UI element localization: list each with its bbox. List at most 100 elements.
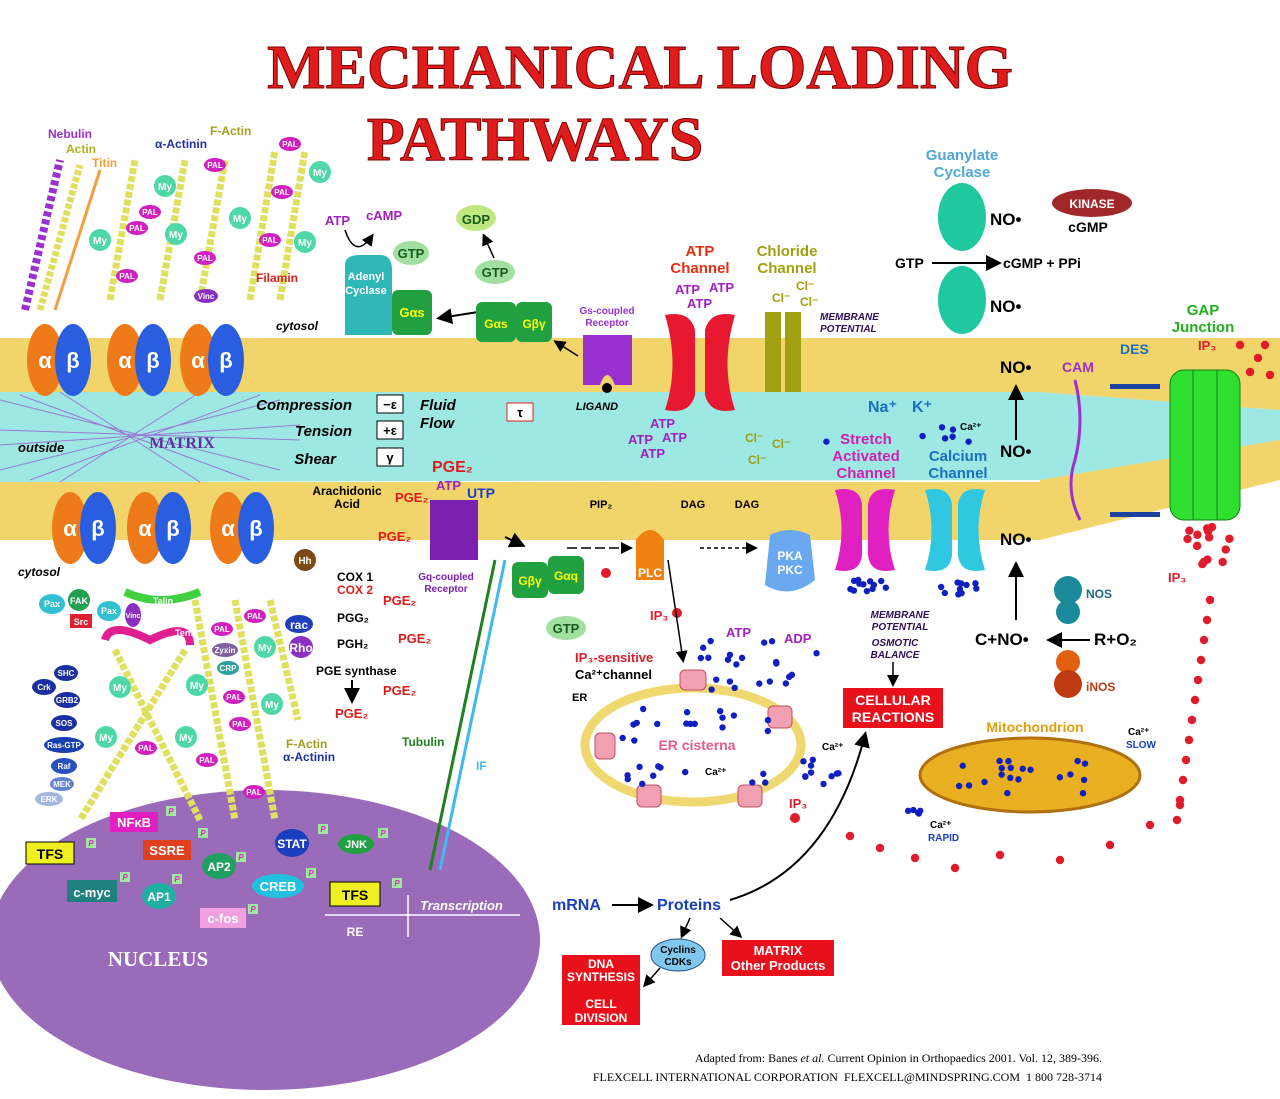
svg-text:My: My xyxy=(313,168,327,179)
svg-text:P: P xyxy=(308,869,314,878)
membrane-potential-top-2: POTENTIAL xyxy=(820,324,877,335)
ion-dot xyxy=(731,684,738,692)
svg-text:AP2: AP2 xyxy=(207,860,231,874)
svg-text:α: α xyxy=(138,516,152,541)
svg-text:c-fos: c-fos xyxy=(207,911,238,926)
cellular-label-2: REACTIONS xyxy=(852,709,934,725)
svg-text:P: P xyxy=(380,829,386,838)
ion-dot xyxy=(820,780,827,788)
adenyl-cyclase: Adenyl Cyclase Gαs GTP xyxy=(345,241,432,335)
ion-dot xyxy=(760,770,767,778)
tensin xyxy=(101,626,194,646)
ion-dot xyxy=(1199,635,1209,645)
svg-text:β: β xyxy=(249,516,262,541)
svg-text:α: α xyxy=(191,348,205,373)
camp-label: cAMP xyxy=(366,208,402,223)
calcium-channel xyxy=(925,489,985,571)
ion-dot xyxy=(649,772,657,779)
ion-dot xyxy=(949,426,957,433)
svg-text:PAL: PAL xyxy=(214,625,230,634)
pka-label: PKA xyxy=(777,549,803,563)
svg-text:PAL: PAL xyxy=(274,188,290,197)
svg-text:Cl⁻: Cl⁻ xyxy=(748,453,766,467)
ion-dot xyxy=(941,435,949,442)
svg-text:PAL: PAL xyxy=(262,236,278,245)
ion-dot xyxy=(788,671,796,679)
arachidonic-label-1: Arachidonic xyxy=(312,484,382,498)
no-extracellular-label: NO• xyxy=(1000,442,1032,461)
gq-receptor-label-2: Receptor xyxy=(424,584,467,595)
cellular-reactions-box xyxy=(843,688,943,728)
ion-dot xyxy=(1067,771,1074,778)
ion-dot xyxy=(1145,820,1155,830)
ion-dot xyxy=(955,782,963,790)
svg-text:Pax: Pax xyxy=(101,606,117,616)
ion-dot xyxy=(762,779,769,786)
microtubule xyxy=(428,559,507,871)
svg-text:α: α xyxy=(221,516,235,541)
svg-text:PAL: PAL xyxy=(129,224,145,233)
title-line-2: PATHWAYS xyxy=(367,106,704,174)
ion-dot xyxy=(1181,755,1191,765)
ion-dot xyxy=(1235,340,1245,350)
svg-text:P: P xyxy=(394,879,400,888)
forces-panel: Compression −ε Tension +ε Shear γ Fluid … xyxy=(256,394,534,468)
company-info: FLEXCELL INTERNATIONAL CORPORATION FLEXC… xyxy=(593,1070,1102,1084)
transcription-factors: TFS NFκB SSRE AP2 STAT JNK c-myc AP1 CRE… xyxy=(25,812,381,928)
inos-label: iNOS xyxy=(1086,680,1115,694)
r-o2-label: R+O₂ xyxy=(1094,630,1137,649)
dna-label-2: SYNTHESIS xyxy=(567,970,635,984)
adp-label: ADP xyxy=(784,631,812,646)
ion-dot xyxy=(1253,353,1263,363)
ion-dot xyxy=(882,584,890,591)
des-label: DES xyxy=(1120,341,1149,357)
map-kinase-cascade: SHC Crk GRB2 SOS Ras-GTP Raf MEK ERK xyxy=(32,665,84,806)
svg-text:c-myc: c-myc xyxy=(73,885,111,900)
ion-dot xyxy=(707,637,714,645)
svg-text:TFS: TFS xyxy=(342,887,368,903)
svg-text:PGE₂: PGE₂ xyxy=(398,631,431,646)
cam-label: CAM xyxy=(1062,359,1094,375)
svg-text:GTP: GTP xyxy=(482,265,509,280)
svg-text:P: P xyxy=(320,825,326,834)
svg-text:My: My xyxy=(258,643,272,654)
citation: Adapted from: Banes et al. Current Opini… xyxy=(695,1051,1102,1065)
no-label-2: NO• xyxy=(990,297,1022,316)
ion-dot xyxy=(937,583,945,591)
f-actin-bottom-label: F-Actin xyxy=(286,737,327,751)
svg-text:My: My xyxy=(113,683,127,694)
svg-text:NFκB: NFκB xyxy=(117,815,151,830)
cam-molecule xyxy=(1069,379,1082,521)
ion-dot xyxy=(863,587,871,595)
ion-dot xyxy=(1175,800,1185,810)
no-label-1: NO• xyxy=(990,210,1022,229)
svg-text:ATP: ATP xyxy=(662,430,687,445)
svg-text:Hh: Hh xyxy=(298,556,311,567)
ion-dot xyxy=(878,577,885,585)
ion-dot xyxy=(1080,776,1088,784)
atp-pkc-label: ATP xyxy=(726,625,751,640)
ion-dot xyxy=(708,686,715,693)
ion-dot xyxy=(845,831,855,841)
ion-dot xyxy=(699,644,707,651)
cytosol-top-label: cytosol xyxy=(276,319,319,333)
ion-dot xyxy=(1015,776,1022,783)
ca-channel-label: Ca²⁺channel xyxy=(575,667,652,682)
svg-text:My: My xyxy=(233,214,247,225)
pkc-label: PKC xyxy=(777,563,803,577)
svg-text:MEK: MEK xyxy=(53,780,71,789)
membrane-potential-top-1: MEMBRANE xyxy=(820,312,879,323)
ion-dot xyxy=(654,720,661,728)
matrix-fibers xyxy=(0,391,301,483)
alpha-actinin-bottom-label: α-Actinin xyxy=(283,750,335,764)
atp-p2y-label: ATP xyxy=(436,478,461,493)
ion-dot xyxy=(995,850,1005,860)
ion-dot xyxy=(719,714,726,721)
gq-coupled-receptor xyxy=(430,500,478,560)
er-label: ER xyxy=(572,692,587,704)
svg-text:PAL: PAL xyxy=(119,272,135,281)
svg-text:My: My xyxy=(179,733,193,744)
svg-text:Adenyl: Adenyl xyxy=(348,271,385,283)
mrna-label: mRNA xyxy=(552,897,601,914)
ion-dot xyxy=(919,432,926,440)
